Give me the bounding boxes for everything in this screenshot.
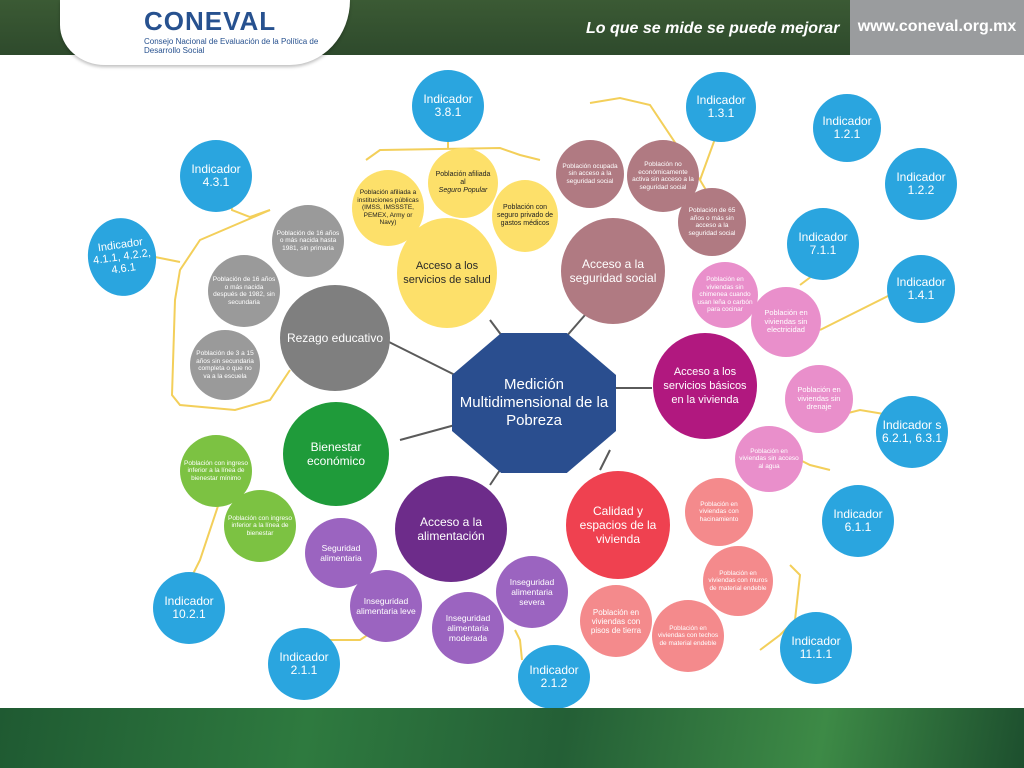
indicator-2-1-2: Indicador 2.1.2 (518, 645, 590, 709)
subitem-al-moderada: Inseguridad alimentaria moderada (432, 592, 504, 664)
footer-band (0, 708, 1024, 768)
indicator-1-4-1: Indicador 1.4.1 (887, 255, 955, 323)
website-url[interactable]: www.coneval.org.mx (857, 18, 1017, 35)
subitem-re-1981: Población de 16 años o más nacida hasta … (272, 205, 344, 277)
subitem-re-3a15: Población de 3 a 15 años sin secundaria … (190, 330, 260, 400)
indicator-1-2-1: Indicador 1.2.1 (813, 94, 881, 162)
center-octagon: Medición Multidimensional de la Pobreza (452, 333, 616, 473)
subitem-salud-publica: Población afiliada a instituciones públi… (352, 170, 424, 246)
indicator-1-3-1: Indicador 1.3.1 (686, 72, 756, 142)
indicator-3-8-1: Indicador 3.8.1 (412, 70, 484, 142)
subitem-cv-techos: Población en viviendas con techos de mat… (652, 600, 724, 672)
subitem-salud-seguro-popular-text: Población afiliada al (435, 171, 491, 186)
subitem-salud-privado: Población con seguro privado de gastos m… (492, 180, 558, 252)
dimension-rezago: Rezago educativo (280, 285, 390, 391)
subitem-cv-hacinamiento: Población en viviendas con hacinamiento (685, 478, 753, 546)
subitem-al-leve: Inseguridad alimentaria leve (350, 570, 422, 642)
subitem-be-bienestar: Población con ingreso inferior a la líne… (224, 490, 296, 562)
subitem-sb-chimenea: Población en viviendas sin chimenea cuan… (692, 262, 758, 328)
subitem-re-1982: Población de 16 años o más nacida despué… (208, 255, 280, 327)
logo-panel: CONEVAL Consejo Nacional de Evaluación d… (60, 0, 350, 65)
dimension-bienestar: Bienestar económico (283, 402, 389, 506)
dimension-seguridad-social: Acceso a la seguridad social (561, 218, 665, 324)
indicator-11-1-1: Indicador 11.1.1 (780, 612, 852, 684)
subitem-sb-drenaje: Población en viviendas sin drenaje (785, 365, 853, 433)
subitem-al-severa: Inseguridad alimentaria severa (496, 556, 568, 628)
subitem-salud-seguro-popular: Población afiliada al Seguro Popular (428, 148, 498, 218)
indicator-6-2-1: Indicador s 6.2.1, 6.3.1 (876, 396, 948, 468)
indicator-1-2-2: Indicador 1.2.2 (885, 148, 957, 220)
subitem-cv-pisos: Población en viviendas con pisos de tier… (580, 585, 652, 657)
coneval-logo: CONEVAL (144, 6, 277, 36)
subitem-sb-electricidad: Población en viviendas sin electricidad (751, 287, 821, 357)
indicator-4-3-1: Indicador 4.3.1 (180, 140, 252, 212)
dimension-calidad-vivienda: Calidad y espacios de la vivienda (566, 471, 670, 579)
subitem-salud-seguro-popular-name: Seguro Popular (438, 187, 488, 194)
subitem-ss-no-activa: Población no económicamente activa sin a… (627, 140, 699, 212)
dimension-salud: Acceso a los servicios de salud (397, 218, 497, 328)
subitem-sb-agua: Población en viviendas sin acceso al agu… (735, 426, 803, 492)
subitem-al-seguridad: Seguridad alimentaria (305, 518, 377, 588)
logo-subtitle: Consejo Nacional de Evaluación de la Pol… (144, 37, 319, 55)
subitem-cv-muros: Población en viviendas con muros de mate… (703, 546, 773, 616)
slogan: Lo que se mide se puede mejorar (586, 20, 840, 37)
dimension-alimentacion: Acceso a la alimentación (395, 476, 507, 582)
indicator-2-1-1: Indicador 2.1.1 (268, 628, 340, 700)
indicator-7-1-1: Indicador 7.1.1 (787, 208, 859, 280)
subitem-ss-ocupada: Población ocupada sin acceso a la seguri… (556, 140, 624, 208)
indicator-6-1-1: Indicador 6.1.1 (822, 485, 894, 557)
subitem-ss-65: Población de 65 años o más sin acceso a … (678, 188, 746, 256)
url-panel: www.coneval.org.mx (850, 0, 1024, 55)
indicator-10-2-1: Indicador 10.2.1 (153, 572, 225, 644)
dimension-servicios-basicos: Acceso a los servicios básicos en la viv… (653, 333, 757, 439)
